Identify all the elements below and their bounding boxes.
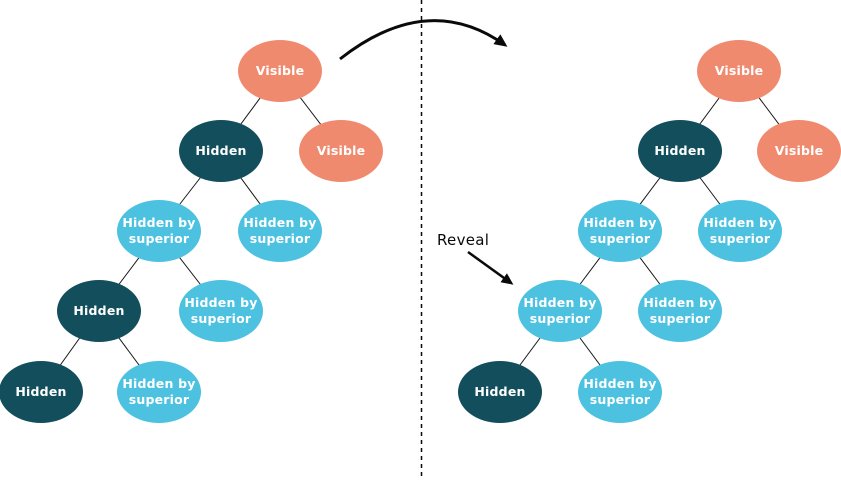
tree-node-visible: Visible (757, 120, 841, 182)
tree-node-hidden: Hidden (638, 120, 722, 182)
tree-node-hidden-by-superior: Hidden by superior (117, 200, 201, 262)
tree-node-hidden: Hidden (179, 120, 263, 182)
tree-node-hidden: Hidden (458, 361, 542, 423)
tree-node-visible: Visible (299, 120, 383, 182)
transform-arrow (339, 19, 508, 61)
tree-node-hidden: Hidden (0, 361, 83, 423)
reveal-label: Reveal (437, 231, 490, 249)
tree-node-hidden-by-superior: Hidden by superior (578, 200, 662, 262)
tree-node-hidden-by-superior: Hidden by superior (179, 280, 263, 342)
tree-node-hidden-by-superior: Hidden by superior (578, 361, 662, 423)
tree-node-hidden-by-superior: Hidden by superior (518, 280, 602, 342)
tree-node-hidden-by-superior: Hidden by superior (698, 200, 782, 262)
tree-node-hidden-by-superior: Hidden by superior (638, 280, 722, 342)
reveal-arrow (467, 250, 514, 285)
tree-node-hidden-by-superior: Hidden by superior (238, 200, 322, 262)
tree-node-visible: Visible (238, 40, 322, 102)
tree-node-hidden-by-superior: Hidden by superior (117, 361, 201, 423)
tree-node-visible: Visible (697, 40, 781, 102)
tree-node-hidden: Hidden (57, 280, 141, 342)
